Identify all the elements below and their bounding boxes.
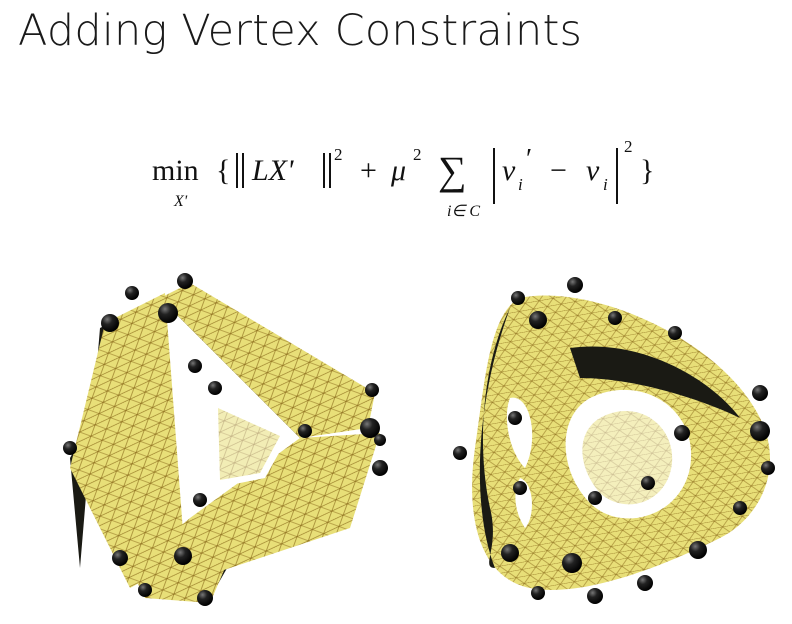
formula-close-brace: }	[640, 154, 654, 187]
formula-i2: i	[603, 175, 608, 194]
energy-formula: min X' { LX' 2 + μ 2 ∑ i∈ C v i ′ − v i …	[152, 137, 654, 220]
constraint-points-left	[63, 273, 388, 606]
formula-exp-3: 2	[624, 137, 633, 156]
formula-exp-1: 2	[334, 145, 343, 164]
formula-v1: v	[502, 154, 516, 187]
formula-min-subscript: X'	[173, 193, 188, 210]
formula-open-brace: {	[216, 154, 230, 187]
formula-prime: ′	[526, 144, 532, 175]
mesh-image-constrained	[453, 277, 775, 604]
mesh-image-original	[63, 273, 388, 606]
formula-sum-subscript: i∈ C	[447, 203, 480, 220]
formula-i1: i	[518, 175, 523, 194]
formula-minus: −	[550, 154, 567, 187]
formula-v2: v	[586, 154, 600, 187]
constraint-points-right	[453, 277, 775, 604]
formula-exp-2: 2	[413, 145, 422, 164]
formula-sum: ∑	[438, 148, 467, 193]
formula-min: min	[152, 154, 199, 187]
slide-title: Adding Vertex Constraints	[18, 6, 583, 56]
formula-mu: μ	[390, 154, 406, 187]
formula-plus: +	[360, 154, 377, 187]
formula-LX: LX'	[251, 154, 294, 187]
